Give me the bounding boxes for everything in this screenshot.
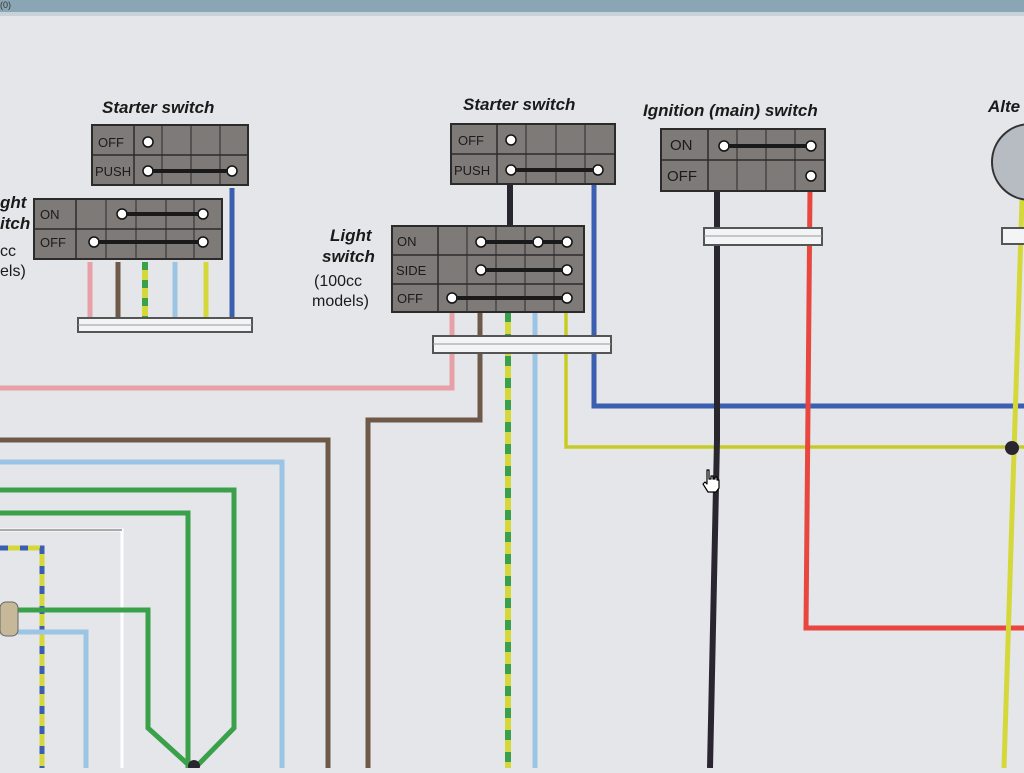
blue-wire <box>591 184 1024 409</box>
center-light-pos-off: OFF <box>397 291 423 306</box>
harness-light-blue <box>0 459 285 768</box>
ignition-pos-on: ON <box>670 137 693 154</box>
center-light-switch-label-2: switch <box>322 247 375 266</box>
bulb-connector <box>0 601 19 637</box>
harness-white <box>0 528 124 768</box>
center-starter-switch <box>450 123 616 185</box>
window-top-bar <box>0 0 1024 12</box>
left-starter-switch-label: Starter switch <box>102 98 214 117</box>
left-light-switch <box>33 198 223 260</box>
ignition-pos-off: OFF <box>667 168 697 185</box>
red-wire <box>803 189 1024 631</box>
alternator-label: Alte <box>987 97 1020 116</box>
center-light-pos-on: ON <box>397 234 417 249</box>
alternator-connector-bar <box>1001 227 1024 245</box>
left-starter-switch <box>91 124 249 186</box>
harness-yb <box>0 545 45 768</box>
harness-light-blue-2 <box>0 629 89 768</box>
center-light-switch-label-1: Light <box>330 226 373 245</box>
brown-wire <box>365 312 483 768</box>
harness-green-3 <box>0 607 194 770</box>
window-title-fragment: (0) <box>0 0 11 10</box>
center-light-switch <box>391 225 585 313</box>
left-starter-pos-off: OFF <box>98 135 124 150</box>
yellow-wire-shade <box>565 312 1024 448</box>
center-starter-pos-push: PUSH <box>454 163 490 178</box>
alternator-symbol <box>991 123 1024 201</box>
left-light-switch-label-1: ght <box>0 193 28 212</box>
left-light-switch-note-1: cc <box>0 243 16 260</box>
left-light-switch-label-2: itch <box>0 214 30 233</box>
left-light-pos-off: OFF <box>40 235 66 250</box>
harness-green-1 <box>0 487 237 770</box>
center-light-switch-note-1: (100cc <box>314 273 362 290</box>
left-light-pos-on: ON <box>40 207 60 222</box>
left-light-switch-note-2: els) <box>0 263 26 280</box>
harness-brown <box>0 437 331 768</box>
black-wire <box>707 190 720 769</box>
center-light-switch-note-2: models) <box>312 293 369 310</box>
harness-yb-stripe <box>0 545 45 768</box>
hand-cursor-icon <box>702 469 720 493</box>
window-top-border <box>0 12 1024 16</box>
harness-green-2 <box>0 510 191 768</box>
ignition-switch-label: Ignition (main) switch <box>643 101 818 120</box>
junction-dot <box>1005 441 1019 455</box>
ignition-switch <box>660 128 826 192</box>
center-light-pos-side: SIDE <box>396 263 427 278</box>
center-starter-switch-label: Starter switch <box>463 95 575 114</box>
right-yellow-wire <box>1001 199 1024 769</box>
yellow-wire <box>564 312 1024 449</box>
center-starter-pos-off: OFF <box>458 133 484 148</box>
left-starter-pos-push: PUSH <box>95 164 131 179</box>
